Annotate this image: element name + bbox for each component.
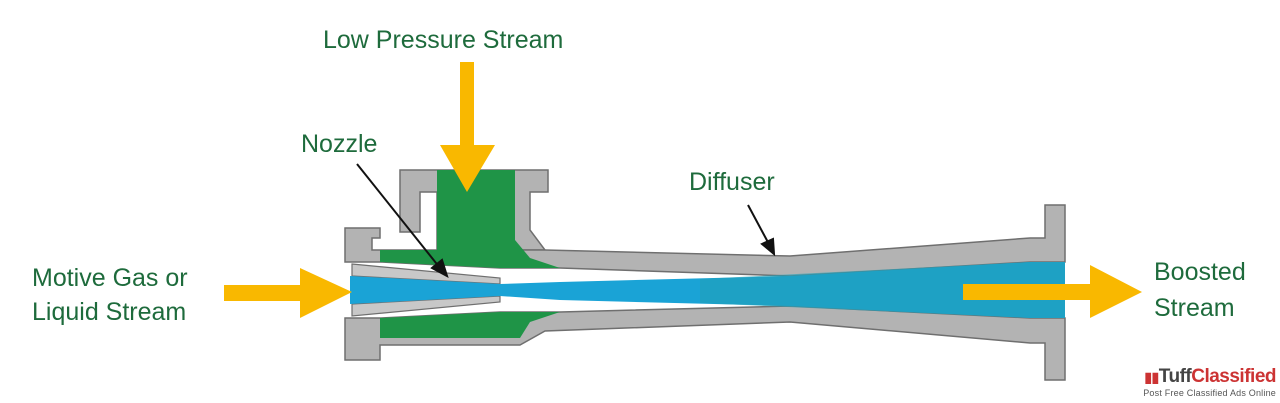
logo-bars-icon: ▮▮ — [1144, 369, 1159, 385]
arrows — [224, 62, 1142, 318]
label-nozzle: Nozzle — [301, 130, 378, 158]
low-pressure-fluid — [380, 170, 560, 338]
watermark-logo: ▮▮TuffClassified Post Free Classified Ad… — [1143, 366, 1276, 399]
label-boosted-line2: Stream — [1154, 294, 1235, 322]
label-boosted-line1: Boosted — [1154, 258, 1246, 286]
label-low-pressure-stream: Low Pressure Stream — [323, 26, 564, 54]
boosted-arrow — [963, 265, 1142, 318]
low-pressure-arrow — [440, 62, 495, 192]
mixed-fluid — [700, 262, 1065, 318]
label-diffuser: Diffuser — [689, 168, 775, 196]
pointers — [356, 163, 776, 279]
logo-name-part1: Tuff — [1158, 366, 1192, 387]
motive-arrow — [224, 268, 352, 318]
label-motive-line2: Liquid Stream — [32, 298, 187, 326]
label-motive-line1: Motive Gas or — [32, 264, 188, 292]
logo-name-part2: Classified — [1191, 366, 1276, 387]
logo-tagline: Post Free Classified Ads Online — [1143, 388, 1276, 398]
